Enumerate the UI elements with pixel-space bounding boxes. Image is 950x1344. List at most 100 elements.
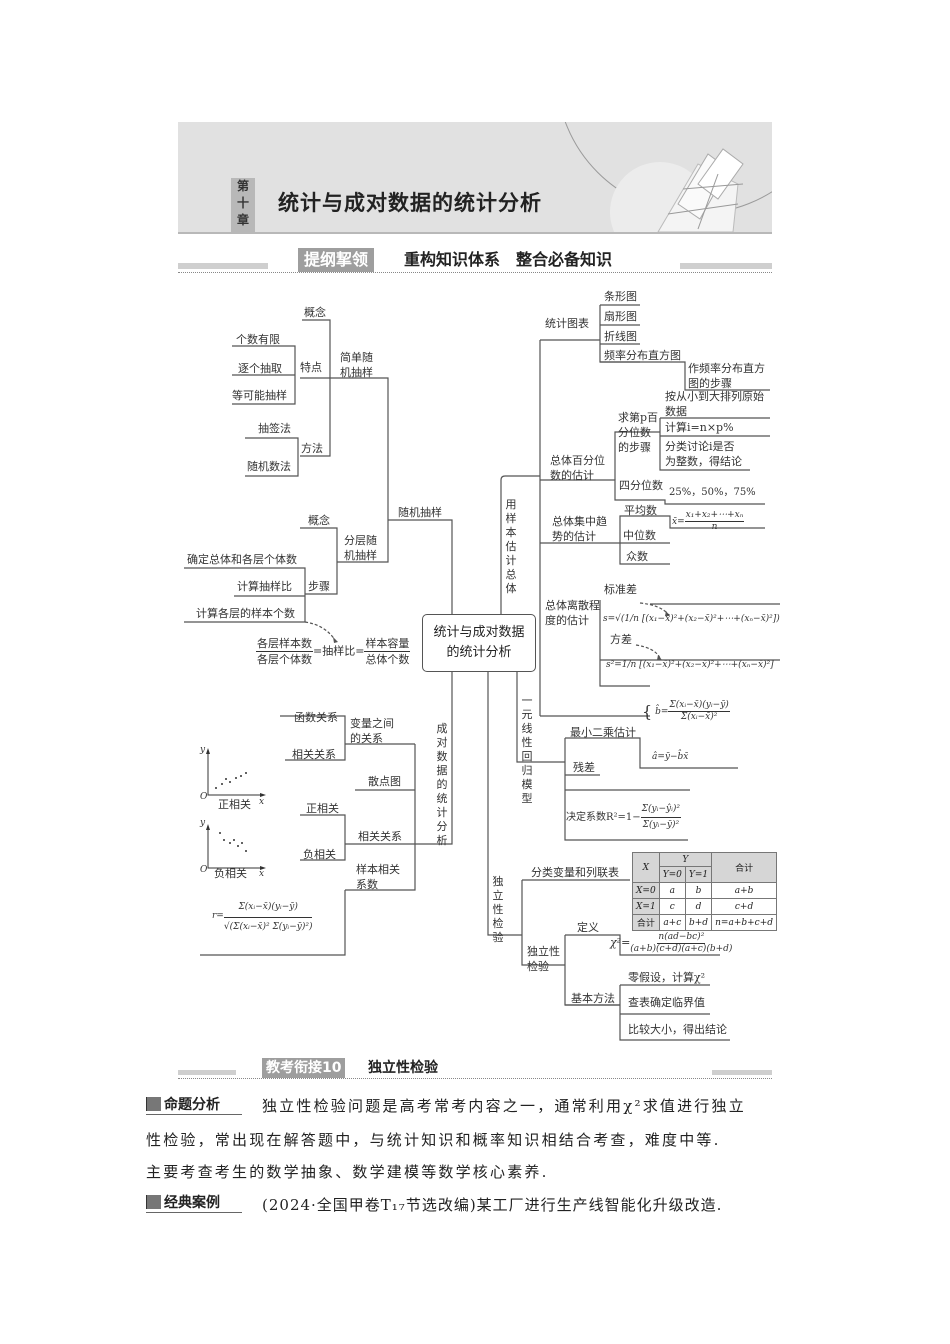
node-chart-item: 条形图 xyxy=(604,290,637,303)
divider xyxy=(178,272,772,273)
formula-lhs: r= xyxy=(212,911,224,921)
node-concept: 概念 xyxy=(308,514,330,527)
node-label-line: 势的估计 xyxy=(552,530,596,543)
node-label-line: 求第p百 xyxy=(618,411,659,424)
node-simple-random-sampling: 简单随 机抽样 xyxy=(340,350,373,380)
table-cell: b+d xyxy=(684,914,713,931)
table-cell: X=0 xyxy=(632,882,660,899)
divider xyxy=(178,232,772,234)
label-text: 命题分析 xyxy=(164,1097,220,1113)
fraction-denominator: (a+b)(c+d)(a+c)(b+d) xyxy=(630,944,733,954)
node-label-line: 作频率分布直方 xyxy=(688,362,765,375)
table-header: 合计 xyxy=(711,852,778,883)
node-chart-item: 扇形图 xyxy=(604,310,637,323)
node-pth-percentile: 求第p百 分位数 的步骤 xyxy=(618,410,658,455)
center-line: 的统计分析 xyxy=(446,645,512,660)
node-stat-charts: 统计图表 xyxy=(545,317,589,330)
node-contingency: 分类变量和列联表 xyxy=(531,866,619,879)
divider xyxy=(178,1070,236,1075)
formula-lhs: χ²= xyxy=(610,936,631,949)
table-header: Y xyxy=(658,852,713,867)
fraction-denominator: n xyxy=(711,522,718,532)
node-sample-corr: 样本相关 系数 xyxy=(356,862,400,892)
b-hat-formula: { b̂=Σ(xᵢ−x̄)(yᵢ−ȳ)Σ(xᵢ−x̄)² xyxy=(642,700,730,722)
node-label-line: 分类讨论i是否 xyxy=(665,440,735,453)
node-label-line: 简单随 xyxy=(340,351,373,364)
node-std-dev: 标准差 xyxy=(604,583,637,596)
analysis-line: 性检验，常出现在解答题中，与统计知识和概率知识相结合考查，难度中等. xyxy=(146,1131,721,1149)
node-feature-item: 个数有限 xyxy=(236,333,280,346)
node-features: 特点 xyxy=(300,361,322,374)
fraction-numerator: Σ(xᵢ−x̄)(yᵢ−ȳ) xyxy=(668,700,730,712)
formula-equals: =抽样比= xyxy=(313,644,365,658)
std-formula: s=√(1/n [(x₁−x̄)²+(x₂−x̄)²+⋯+(xₙ−x̄)²]) xyxy=(603,614,780,624)
plot-negative-label: 负相关 xyxy=(214,867,247,880)
section-title: 独立性检验 xyxy=(368,1060,438,1076)
node-label-line: 样本相关 xyxy=(356,863,400,876)
node-method-item: 零假设，计算χ² xyxy=(628,971,706,984)
node-label-line: 机抽样 xyxy=(340,366,373,379)
mindmap-center-node: 统计与成对数据 的统计分析 xyxy=(422,614,536,672)
node-label-line: 分层随 xyxy=(344,534,377,547)
table-cell: X=1 xyxy=(632,898,660,915)
node-function-relation: 函数关系 xyxy=(294,711,338,724)
divider xyxy=(680,263,772,269)
node-steps: 步骤 xyxy=(308,580,330,593)
analysis-label: 命题分析 xyxy=(146,1096,242,1115)
node-feature-item: 逐个抽取 xyxy=(238,362,282,375)
analysis-line: 独立性检验问题是高考常考内容之一，通常利用χ²求值进行独立 xyxy=(262,1097,746,1115)
analysis-line: 主要考查考生的数学抽象、数学建模等数学核心素养. xyxy=(146,1163,549,1181)
axis-y-label: y xyxy=(200,745,206,755)
node-quartile: 四分位数 xyxy=(619,479,663,492)
node-paired-data: 成对数据的统计分析 xyxy=(436,722,448,847)
a-hat-formula: â=ȳ−b̂x̄ xyxy=(652,752,689,762)
formula-lhs: x̄= xyxy=(672,517,685,527)
node-random-sampling: 随机抽样 xyxy=(398,506,442,519)
node-label-line: 总体百分位 xyxy=(550,454,605,467)
node-definition: 定义 xyxy=(577,921,599,934)
table-cell: a+c xyxy=(658,914,686,931)
node-basic-method: 基本方法 xyxy=(571,992,615,1005)
node-positive-corr: 正相关 xyxy=(306,802,339,815)
r-formula: r=Σ(xᵢ−x̄)(yᵢ−ȳ)√(Σ(xᵢ−x̄)² Σ(yᵢ−ȳ)²) xyxy=(212,898,312,933)
table-row: X=1 c d c+d xyxy=(632,898,778,915)
case-label: 经典案例 xyxy=(146,1194,242,1213)
axis-x-label: x xyxy=(259,869,265,879)
node-chart-item: 频率分布直方图 xyxy=(604,349,681,362)
node-label-line: 为整数，得结论 xyxy=(665,455,742,468)
node-method-item: 抽签法 xyxy=(258,422,291,435)
node-label-line: 的关系 xyxy=(350,732,383,745)
node-variable-relation: 变量之间 的关系 xyxy=(350,716,394,746)
table-row: X=0 a b a+b xyxy=(632,882,778,899)
node-dispersion-estimate: 总体离散程 度的估计 xyxy=(545,598,600,628)
node-least-squares: 最小二乘估计 xyxy=(570,726,636,739)
chapter-tag: 第 十 章 xyxy=(231,178,255,234)
node-correlation-relation: 相关关系 xyxy=(292,748,336,761)
fraction-denominator: Σ(xᵢ−x̄)² xyxy=(680,712,718,722)
node-central-estimate: 总体集中趋 势的估计 xyxy=(552,514,607,544)
node-percentile-step: 计算i=n×p% xyxy=(665,421,734,434)
table-cell: c xyxy=(658,898,686,915)
node-independence-test-sub: 独立性 检验 xyxy=(527,944,560,974)
node-label-line: 的步骤 xyxy=(618,441,651,454)
node-mean: 平均数 xyxy=(624,504,657,517)
node-percentile-step: 按从小到大排列原始 数据 xyxy=(665,389,764,419)
chi-square-formula: χ²=n(ad−bc)²(a+b)(c+d)(a+c)(b+d) xyxy=(610,932,732,955)
label-text: 经典案例 xyxy=(164,1195,220,1211)
node-step-item: 确定总体和各层个体数 xyxy=(187,553,297,566)
formula-lhs: b̂= xyxy=(655,707,669,717)
node-label-line: 系数 xyxy=(356,878,378,891)
node-variance: 方差 xyxy=(610,633,632,646)
node-quartile-values: 25%，50%，75% xyxy=(669,487,756,498)
node-method-item: 比较大小，得出结论 xyxy=(628,1023,727,1036)
fraction-numerator: 样本容量 xyxy=(364,637,411,652)
table-cell: a xyxy=(658,882,686,899)
divider xyxy=(178,263,268,269)
node-linear-regression: 一元线性回归模型 xyxy=(521,694,533,805)
fraction-numerator: Σ(xᵢ−x̄)(yᵢ−ȳ) xyxy=(224,898,312,918)
node-label-line: 度的估计 xyxy=(545,614,589,627)
node-label-line: 数据 xyxy=(665,405,687,418)
